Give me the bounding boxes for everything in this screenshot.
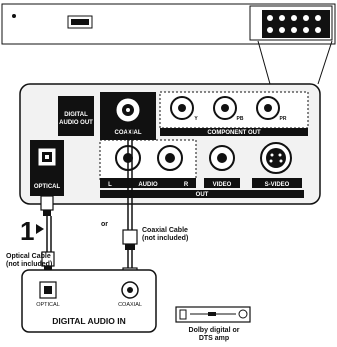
optical-cable-label-2: (not included) [6, 261, 52, 268]
coaxial-cable-label-2: (not included) [142, 235, 188, 242]
optical-port-label: OPTICAL [34, 184, 61, 190]
amp-device-label-1: Dolby digital or [189, 327, 240, 334]
amp-device-label-2: DTS amp [199, 335, 229, 342]
digital-audio-out-label-1: DIGITAL [64, 112, 88, 118]
zoom-lines [257, 40, 333, 85]
or-label: or [101, 221, 108, 228]
step-number: 1 [20, 216, 34, 246]
audio-right-label: R [184, 182, 189, 188]
component-y-jack: Y [170, 96, 198, 122]
s-video-jack [260, 142, 292, 174]
audio-right-jack [157, 145, 183, 171]
out-label: OUT [196, 192, 209, 198]
rear-panel: DIGITAL AUDIO OUT COAXIAL Y PB PR COMPON… [19, 83, 321, 205]
video-jack [209, 145, 235, 171]
player-rear-strip [1, 3, 336, 45]
component-pr-label: PR [280, 116, 287, 122]
coaxial-cable-label-1: Coaxial Cable [142, 227, 188, 234]
component-y-label: Y [194, 116, 198, 122]
amp-coaxial-label: COAXIAL [118, 302, 142, 308]
amp-coaxial-jack [121, 281, 139, 299]
audio-label: AUDIO [138, 182, 158, 188]
audio-left-label: L [108, 182, 112, 188]
amplifier-device: Dolby digital or DTS amp [175, 306, 251, 342]
s-video-label: S-VIDEO [265, 182, 290, 188]
amp-optical-label: OPTICAL [36, 302, 60, 308]
digital-audio-in-label: DIGITAL AUDIO IN [52, 316, 126, 326]
amp-input-box: OPTICAL COAXIAL DIGITAL AUDIO IN [21, 269, 157, 333]
component-pb-jack: PB [213, 96, 244, 122]
component-pb-label: PB [237, 116, 244, 122]
digital-audio-out-label-2: AUDIO OUT [59, 120, 93, 126]
step-arrow-icon [36, 224, 44, 234]
component-pr-jack: PR [256, 96, 287, 122]
video-label: VIDEO [213, 182, 232, 188]
component-out-label: COMPONENT OUT [207, 130, 261, 136]
optical-cable-label-1: Optical Cable [6, 253, 51, 260]
